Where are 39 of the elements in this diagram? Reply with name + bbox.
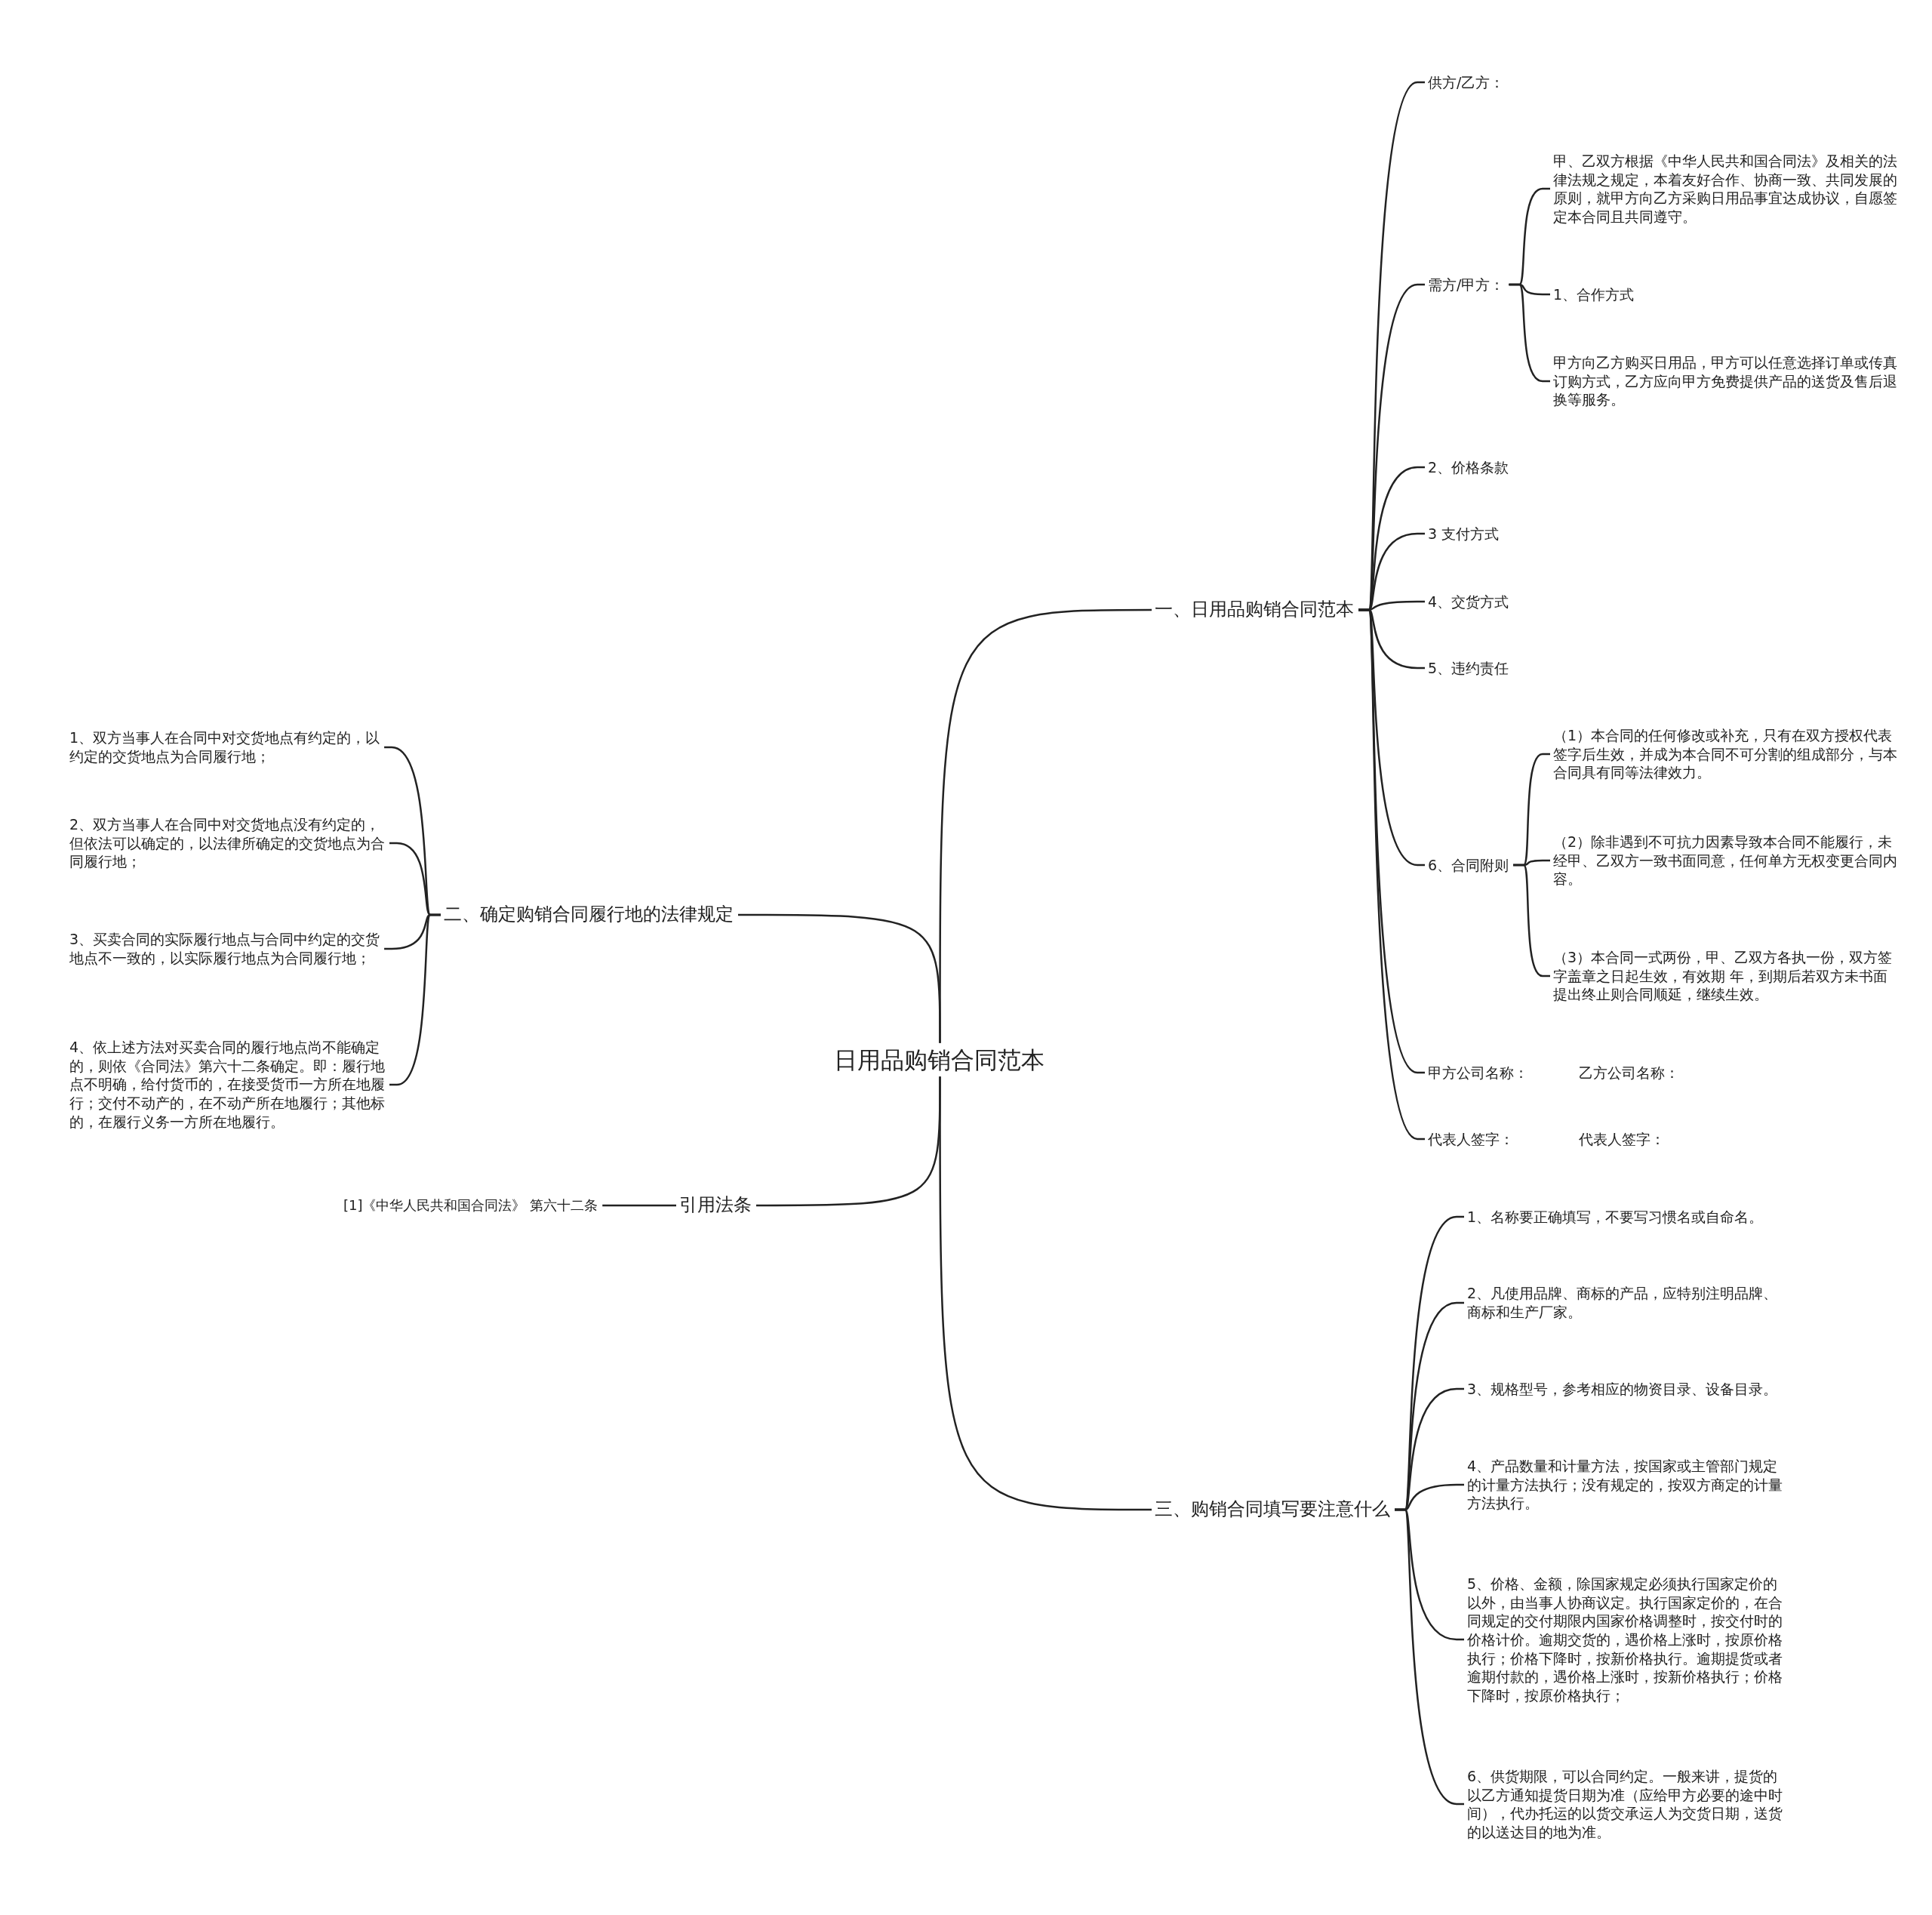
topic-text: 1、名称要正确填写，不要写习惯名或自命名。 (1467, 1207, 1792, 1227)
topic-text: 甲、乙双方根据《中华人民共和国合同法》及相关的法律法规之规定，本着友好合作、协商一致、共同发展的原则，就甲方向乙方采购日用品事宜达成协议，自愿签定本合同且共同遵守。 (1553, 151, 1900, 226)
connector-line (1509, 283, 1550, 383)
form-field-label: 甲方公司名称： (1428, 1063, 1529, 1082)
topic-text: 4、依上述方法对买卖合同的履行地点尚不能确定的，则依《合同法》第六十二条确定。即：履行地点不明确，给付货币的，在接受货币一方所在地履行；交付不动产的，在不动产所在地履行；其他标的，在履行义务一方所在地履行。 (69, 1038, 386, 1131)
topic-text: 5、违约责任 (1428, 658, 1579, 678)
central-topic: 日用品购销合同范本 (834, 1044, 1083, 1076)
topic-text: （3）本合同一式两份，甲、乙双方各执一份，双方签字盖章之日起生效，有效期 年，到期后若双方未书面提出终止则合同顺延，继续生效。 (1553, 947, 1900, 1005)
branch-topic: 引用法条 (679, 1193, 770, 1218)
topic-text: 3、买卖合同的实际履行地点与合同中约定的交货地点不一致的，以实际履行地点为合同履行地； (69, 930, 386, 968)
topic-text: 5、价格、金额，除国家规定必须执行国家定价的以外，由当事人协商议定。执行国家定价的，在合同规定的交付期限内国家价格调整时，按交付时的价格计价。逾期交货的，遇价格上涨时，按原价格执行；价格下降时，按新价格执行。逾期提货或者逾期付款的，遇价格上涨时，按新价格执行；价格下降时，按原价格执行； (1467, 1574, 1792, 1705)
topic-text: 2、价格条款 (1428, 457, 1579, 477)
connector-line (738, 913, 941, 1043)
topic-text: 1、双方当事人在合同中对交货地点有约定的，以约定的交货地点为合同履行地； (69, 728, 386, 766)
topic-text: 6、供货期限，可以合同约定。一般来讲，提货的以乙方通知提货日期为准（应给甲方必要的途中时间），代办托运的以货交承运人为交货日期，送货的以送达目的地为准。 (1467, 1766, 1792, 1842)
topic-text: 2、双方当事人在合同中对交货地点没有约定的，但依法可以确定的，以法律所确定的交货地点为合同履行地； (69, 814, 386, 872)
branch-topic: 二、确定购销合同履行地的法律规定 (444, 903, 761, 927)
branch-topic: 一、日用品购销合同范本 (1155, 598, 1381, 622)
topic-text: 6、合同附则 (1428, 855, 1534, 875)
topic-text: 供方/乙方： (1428, 72, 1579, 92)
topic-text: 1、合作方式 (1553, 285, 1704, 304)
topic-text: 3、规格型号，参考相应的物资目录、设备目录。 (1467, 1379, 1792, 1399)
topic-text: （2）除非遇到不可抗力因素导致本合同不能履行，未经甲、乙双方一致书面同意，任何单方无权变更合同内容。 (1553, 832, 1900, 889)
connector-line (602, 1204, 676, 1207)
topic-text: 4、产品数量和计量方法，按国家或主管部门规定的计量方法执行；没有规定的，按双方商定的计量方法执行。 (1467, 1456, 1792, 1513)
form-field-label: 代表人签字： (1428, 1129, 1515, 1149)
connector-line (756, 1076, 941, 1207)
topic-text: （1）本合同的任何修改或补充，只有在双方授权代表签字后生效，并成为本合同不可分割的组成部分，与本合同具有同等法律效力。 (1553, 725, 1900, 783)
topic-text: 甲方向乙方购买日用品，甲方可以任意选择订单或传真订购方式，乙方应向甲方免费提供产品的送货及售后退换等服务。 (1553, 353, 1900, 410)
form-field-label: 乙方公司名称： (1579, 1063, 1679, 1082)
connector-line (1395, 1508, 1464, 1806)
form-field-label: 代表人签字： (1579, 1129, 1665, 1149)
topic-text: 4、交货方式 (1428, 592, 1579, 611)
topic-text: 3 支付方式 (1428, 524, 1579, 543)
branch-topic: 三、购销合同填写要注意什么 (1155, 1498, 1419, 1522)
topic-text: [1]《中华人民共和国合同法》 第六十二条 (343, 1196, 630, 1215)
topic-text: 2、凡使用品牌、商标的产品，应特别注明品牌、商标和生产厂家。 (1467, 1284, 1792, 1322)
connector-line (389, 913, 441, 1086)
topic-text: 需方/甲方： (1428, 275, 1534, 294)
